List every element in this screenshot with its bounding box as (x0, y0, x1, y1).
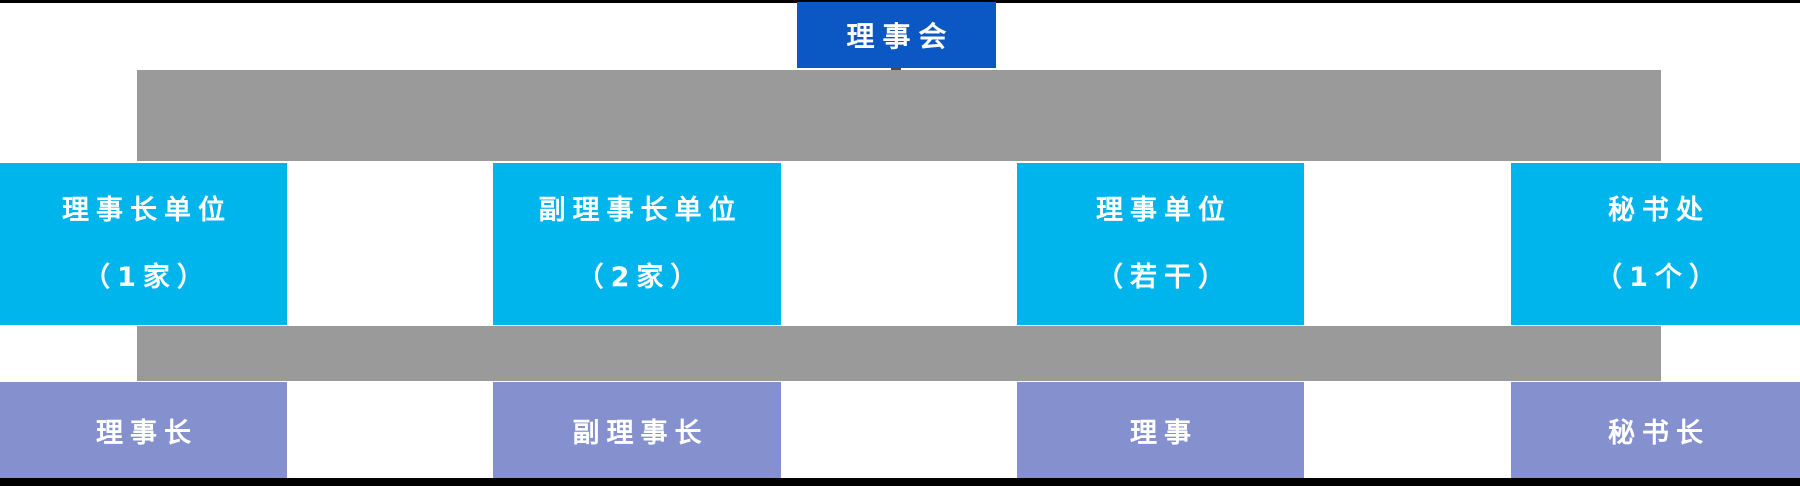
org-node-vice-chairman-unit: 副理事长单位 （2家） (493, 163, 781, 325)
unit-label-line1: 理事长单位 (62, 195, 232, 226)
org-node-chairman-unit: 理事长单位 （1家） (0, 163, 287, 325)
unit-label-line2: （1个） (1595, 262, 1723, 293)
role-label: 理事 (1130, 417, 1198, 449)
unit-label-line1: 秘书处 (1608, 195, 1710, 226)
unit-label-line2: （2家） (576, 262, 705, 293)
connector-band-lower (137, 326, 1661, 381)
org-node-secretariat: 秘书处 （1个） (1511, 163, 1800, 325)
org-node-director-unit: 理事单位 （若干） (1017, 163, 1304, 325)
unit-label-line2: （若干） (1096, 262, 1232, 293)
org-node-director: 理事 (1017, 382, 1304, 478)
unit-label-line1: 理事单位 (1096, 195, 1232, 226)
org-node-chairman: 理事长 (0, 382, 287, 478)
org-node-vice-chairman: 副理事长 (493, 382, 781, 478)
unit-label-line2: （1家） (83, 262, 211, 293)
org-node-board-label: 理事会 (846, 20, 955, 53)
bottom-border-line (0, 478, 1800, 486)
role-label: 秘书长 (1608, 417, 1710, 449)
role-label: 理事长 (96, 417, 198, 449)
org-node-board: 理事会 (797, 2, 996, 68)
org-node-secretary-general: 秘书长 (1511, 382, 1800, 478)
role-label: 副理事长 (572, 417, 709, 449)
connector-band-upper (137, 70, 1661, 161)
top-border-line (0, 0, 1800, 3)
unit-label-line1: 副理事长单位 (538, 195, 743, 226)
